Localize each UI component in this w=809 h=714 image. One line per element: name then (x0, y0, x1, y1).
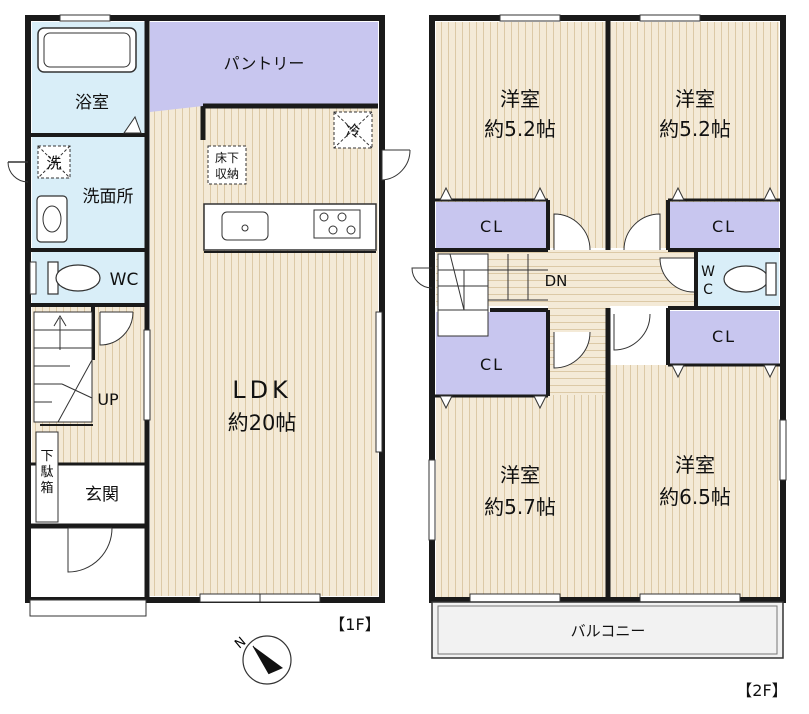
bath-label: 浴室 (75, 93, 109, 113)
closet-se (668, 311, 779, 365)
wc-2f-label-2: C (703, 282, 713, 298)
room-ne-size: 約5.2帖 (659, 117, 731, 141)
balcony (431, 601, 784, 659)
washer-label: 洗 (46, 154, 61, 172)
pantry-label: パントリー (224, 54, 305, 73)
underfloor-label-1: 床下 (215, 151, 239, 165)
room-nw-label: 洋室 (500, 87, 540, 111)
room-ne-label: 洋室 (675, 87, 715, 111)
floor-1-tag: 【1F】 (329, 615, 380, 634)
balcony-label: バルコニー (571, 622, 646, 640)
fridge-label: 冷 (345, 122, 360, 140)
closet-se-label: CL (712, 327, 736, 346)
closet-ne (668, 202, 779, 248)
ldk-floor (150, 106, 378, 596)
stairs-1f (33, 311, 93, 423)
room-sw-floor (436, 395, 606, 597)
floor-1: 浴室 パントリー 冷 床下 収納 洗 洗面所 WC LDK 約20帖 UP 下 … (7, 14, 411, 634)
entrance-label: 玄関 (85, 485, 119, 505)
room-sw-label: 洋室 (500, 463, 540, 487)
room-sw-size: 約5.7帖 (484, 495, 556, 519)
shoe-box-label-2: 駄 (40, 465, 53, 480)
wc-label-1f: WC (110, 270, 139, 290)
underfloor-label-2: 収納 (215, 167, 239, 181)
closet-sw-label: CL (480, 355, 504, 374)
underfloor-storage (207, 145, 247, 185)
stairs-up-label: UP (97, 390, 119, 409)
toilet-2f-icon (723, 262, 777, 296)
washroom-label: 洗面所 (83, 187, 134, 207)
shoe-box-label-1: 下 (40, 449, 53, 464)
closet-ne-label: CL (712, 217, 736, 236)
toilet-icon (47, 261, 101, 295)
pantry-floor (150, 22, 378, 106)
kitchen-counter (203, 203, 377, 251)
room-nw-size: 約5.2帖 (484, 117, 556, 141)
floor-2: 洋室 約5.2帖 洋室 約5.2帖 CL CL DN W C CL CL 洋室 … (411, 14, 788, 700)
stairs-2f (437, 253, 548, 337)
shoe-box-label-3: 箱 (40, 480, 53, 496)
closet-nw (436, 202, 548, 248)
stairs-down-label: DN (545, 272, 568, 290)
ldk-label: LDK (232, 376, 292, 404)
compass-icon: N (232, 634, 292, 685)
bathtub-icon (37, 27, 137, 73)
room-se-size: 約6.5帖 (659, 485, 731, 509)
wc-2f-label-1: W (701, 264, 715, 280)
room-se-label: 洋室 (675, 453, 715, 477)
ldk-size-label: 約20帖 (228, 411, 297, 435)
closet-nw-label: CL (480, 217, 504, 236)
shoe-box (35, 431, 59, 523)
floor-2-tag: 【2F】 (736, 681, 787, 700)
room-se-floor (609, 365, 779, 597)
